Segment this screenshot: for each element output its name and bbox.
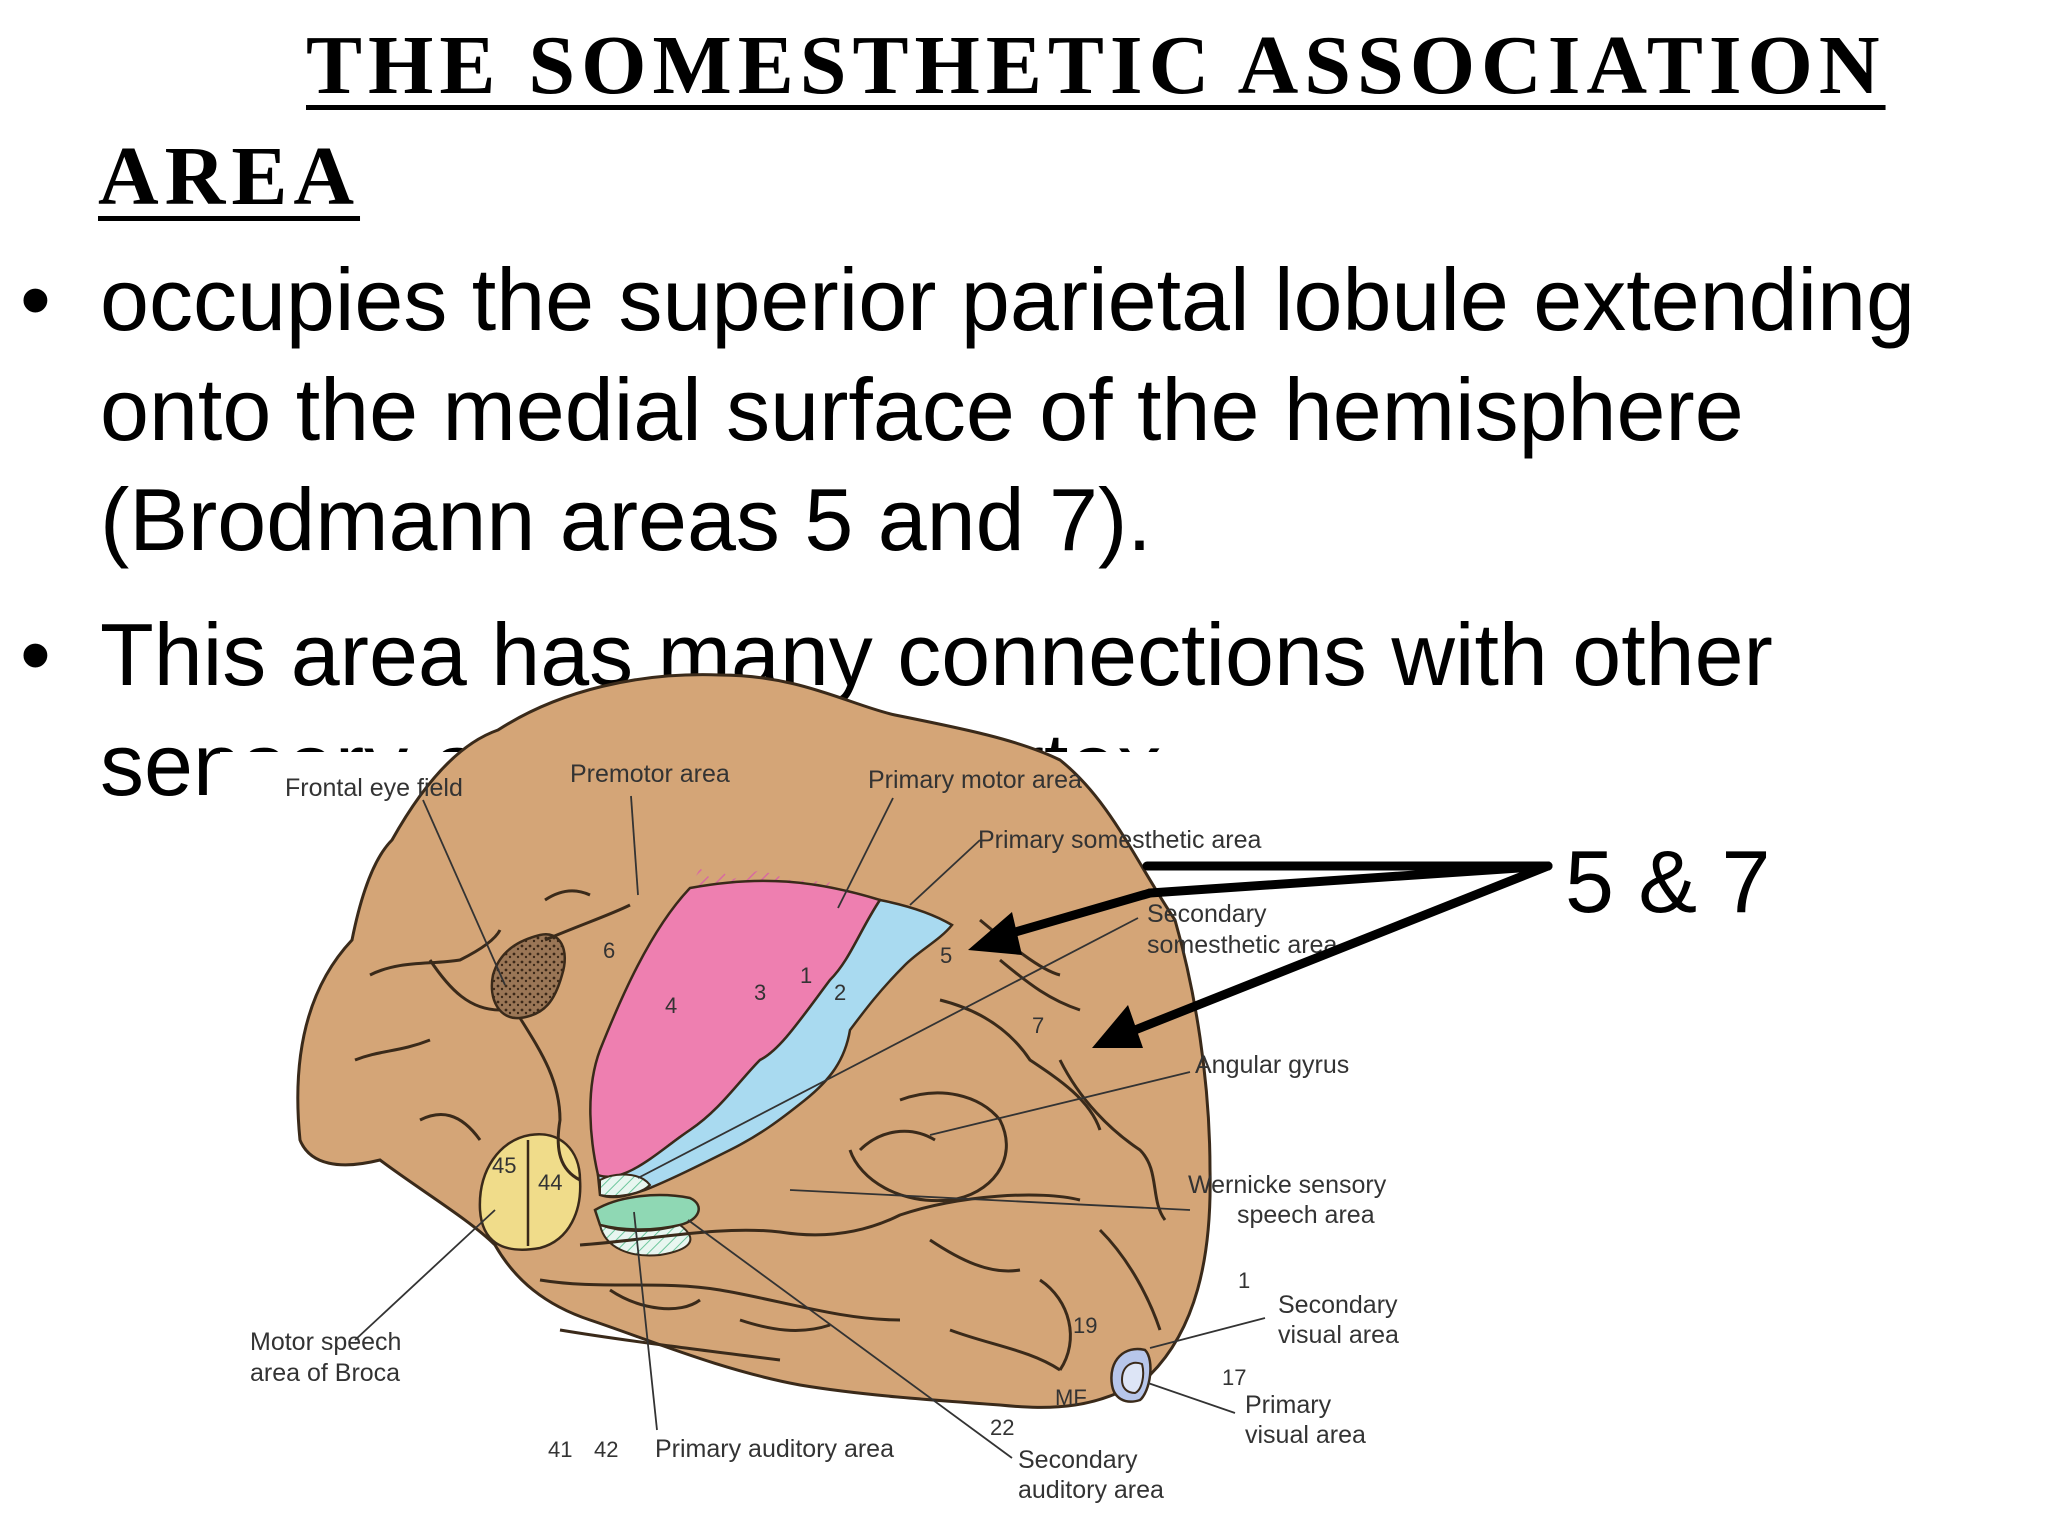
area-45-label: 45 [492,1153,516,1178]
primary-auditory-region [593,1193,700,1231]
secondary-visual-label-line2: visual area [1278,1321,1399,1349]
motor-speech-label-line1: Motor speech [250,1328,401,1356]
callout-arrows [968,861,1553,1048]
area-6-label: 6 [603,938,615,963]
area-17-label: 17 [1222,1365,1246,1390]
bullet-text: occupies the superior parietal lobule ex… [100,250,1915,569]
secondary-somesthetic-region [598,1223,692,1257]
sulci-lines [354,889,1167,1372]
primary-motor-area-label: Primary motor area [868,766,1082,794]
area-numbers: 6 4 3 1 2 5 7 45 44 19 1 17 22 MF 41 42 [492,938,1250,1462]
area-1-label: 1 [800,963,812,988]
secondary-auditory-label-line1: Secondary [1018,1446,1138,1474]
wernicke-label-line2: speech area [1237,1201,1375,1229]
angular-gyrus-label: Angular gyrus [1195,1051,1349,1079]
premotor-area-label: Premotor area [570,760,730,788]
area-42-label: 42 [594,1437,618,1462]
primary-somesthetic-area-label: Primary somesthetic area [978,826,1262,854]
area-7-label: 7 [1032,1013,1044,1038]
area-2-label: 2 [834,980,846,1005]
area-19-label: 19 [1073,1313,1097,1338]
area-4-label: 4 [665,993,677,1018]
area-5-label: 5 [940,943,952,968]
primary-visual-inner [1120,1361,1145,1395]
secondary-visual-label-line1: Secondary [1278,1291,1398,1319]
mf-label: MF [1055,1385,1087,1410]
primary-auditory-area-label: Primary auditory area [655,1435,894,1463]
frontal-eye-field-region [490,932,567,1020]
area-44-label: 44 [538,1170,562,1195]
primary-visual-label-line1: Primary [1245,1391,1332,1419]
area-18-label: 1 [1238,1268,1250,1293]
secondary-somesthetic-label-line2: somesthetic area [1147,931,1337,959]
slide-title-line-2: AREA [98,130,361,223]
primary-visual-label-line2: visual area [1245,1421,1366,1449]
secondary-somesthetic-hatch [599,1173,652,1198]
area-41-label: 41 [548,1437,572,1462]
bullet-dot-icon: • [20,605,51,704]
slide-title-line-1: THE SOMESTHETIC ASSOCIATION [306,19,1886,112]
primary-somesthetic-region [596,898,954,1199]
figure-labels: Frontal eye field Premotor area Primary … [250,760,1399,1504]
bullet-dot-icon: • [20,250,51,349]
secondary-somesthetic-label-line1: Secondary [1147,900,1267,928]
area-3-label: 3 [754,980,766,1005]
wernicke-label-line1: Wernicke sensory [1188,1171,1387,1199]
arrow-head-icon [1092,1005,1143,1048]
arrow-head-icon [968,912,1022,955]
leader-lines [354,795,1266,1459]
callout-5-and-7-label: 5 & 7 [1565,832,1770,931]
motor-speech-label-line2: area of Broca [250,1359,400,1387]
area-22-label: 22 [990,1415,1014,1440]
frontal-eye-field-label: Frontal eye field [285,774,463,802]
secondary-auditory-label-line2: auditory area [1018,1476,1164,1504]
